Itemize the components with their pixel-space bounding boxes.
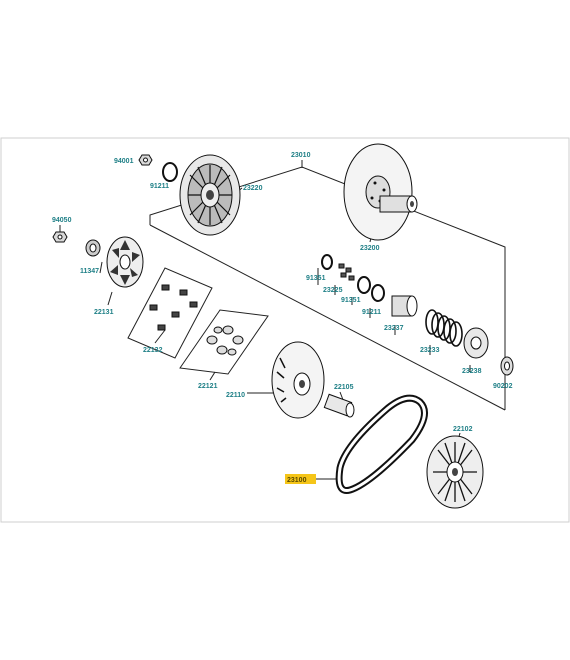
part-label[interactable]: 22132 xyxy=(143,347,163,354)
part-label[interactable]: 22110 xyxy=(226,392,245,399)
part-label[interactable]: 23238 xyxy=(462,368,482,375)
part-label[interactable]: 23225 xyxy=(323,287,343,294)
part-label[interactable]: 23237 xyxy=(384,325,404,332)
o-ring-icon xyxy=(357,276,371,294)
o-ring-icon xyxy=(371,284,385,302)
o-ring-icon xyxy=(162,162,178,182)
fixed-drive-face-icon xyxy=(426,435,484,509)
hex-nut-icon xyxy=(52,231,68,243)
part-label[interactable]: 22121 xyxy=(198,383,218,390)
sheave-shaft-icon xyxy=(343,143,418,241)
seat-icon xyxy=(463,327,489,359)
part-label[interactable]: 23220 xyxy=(243,185,263,192)
part-label[interactable]: 91351 xyxy=(306,275,326,282)
bushing-icon xyxy=(85,239,101,257)
part-label[interactable]: 91211 xyxy=(150,183,169,190)
diagram-border xyxy=(0,137,570,523)
part-label[interactable]: 23200 xyxy=(360,245,380,252)
movable-drive-face-icon xyxy=(271,341,325,419)
pin-set-icon xyxy=(338,263,355,281)
roller-set-outline xyxy=(179,309,269,375)
washer-icon xyxy=(500,356,514,376)
part-label[interactable]: 22131 xyxy=(94,309,114,316)
part-label[interactable]: 23010 xyxy=(291,152,311,159)
v-belt-icon xyxy=(335,394,428,494)
part-label[interactable]: 22102 xyxy=(453,426,473,433)
cam-collar-icon xyxy=(391,295,418,317)
part-label[interactable]: 23233 xyxy=(420,347,440,354)
part-label[interactable]: 90202 xyxy=(493,383,513,390)
part-label[interactable]: 11347 xyxy=(80,268,99,275)
part-label-selected[interactable]: 23100 xyxy=(287,477,307,484)
ramp-plate-icon xyxy=(106,236,144,288)
slider-set-icon xyxy=(149,284,198,331)
selected-part-highlight xyxy=(285,474,316,484)
roller-set-icon xyxy=(206,325,244,356)
hex-nut-icon xyxy=(138,154,153,166)
part-labels: 94001 91211 23010 23220 23200 94050 1134… xyxy=(52,152,513,484)
part-label[interactable]: 94050 xyxy=(52,217,72,224)
part-label[interactable]: 94001 xyxy=(114,158,134,165)
collar-icon xyxy=(323,393,355,418)
o-ring-icon xyxy=(321,254,333,270)
spring-icon xyxy=(425,309,463,347)
fan-pulley-icon xyxy=(179,154,241,236)
part-label[interactable]: 91351 xyxy=(341,297,361,304)
part-label[interactable]: 91211 xyxy=(362,309,381,316)
slider-set-outline xyxy=(127,267,213,359)
part-label[interactable]: 22105 xyxy=(334,384,354,391)
